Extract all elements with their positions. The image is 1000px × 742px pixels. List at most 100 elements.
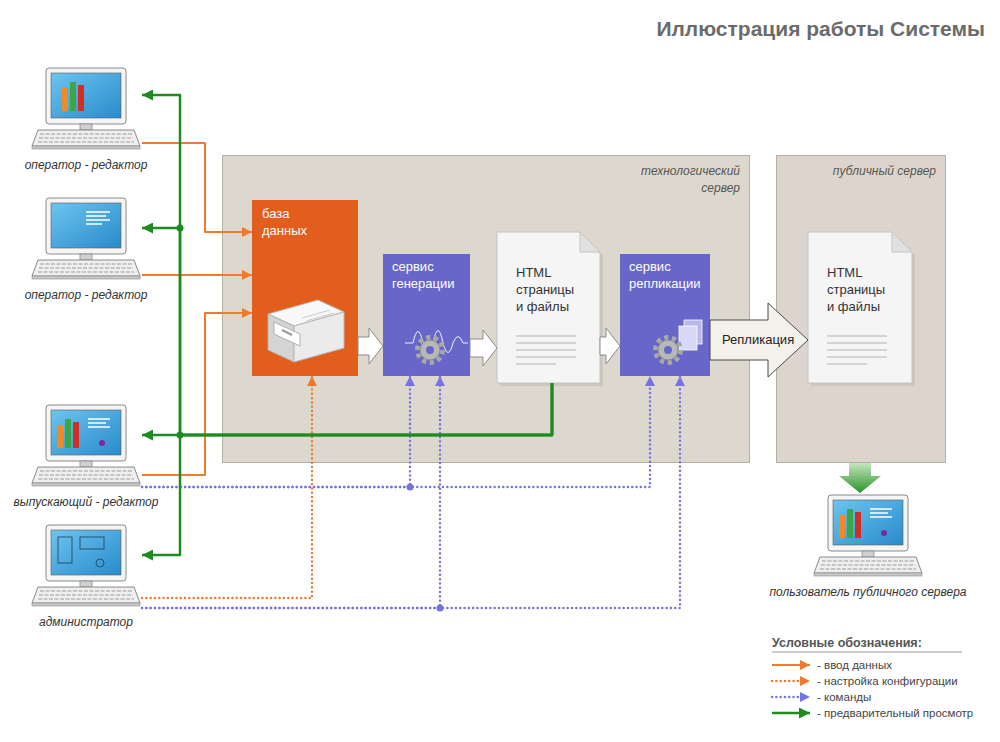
document-text-line	[827, 356, 887, 358]
cabinet-top	[268, 300, 344, 326]
flow-block-arrow	[358, 328, 383, 364]
monitor-screen	[51, 203, 121, 248]
data-entry-arrow	[142, 313, 252, 475]
monitor-neck	[80, 124, 92, 130]
node-label: сервис генерации	[392, 258, 466, 292]
cabinet-side	[294, 312, 344, 362]
document-node: HTML страницы и файлы	[497, 232, 600, 383]
server-band: публичный серверHTML страницы и файлы	[776, 155, 946, 463]
node-label: база данных	[262, 205, 322, 239]
data-entry-arrow	[142, 143, 252, 232]
computer-caption: оператор - редактор	[25, 158, 148, 172]
command-arrow	[142, 376, 680, 608]
paper-edge	[306, 313, 334, 321]
computer-node: выпускающий - редактор	[30, 403, 142, 509]
gear-teeth	[418, 338, 442, 362]
signal-wave	[405, 331, 468, 355]
document-text-line	[827, 335, 887, 337]
key-row	[39, 474, 133, 476]
filing-cabinet-icon	[268, 300, 344, 362]
screen-window	[80, 537, 104, 549]
screen-dot	[881, 530, 887, 536]
gear-icon	[418, 338, 442, 362]
computer-outline	[30, 403, 142, 509]
key-row	[39, 137, 133, 139]
legend-rule	[772, 652, 962, 653]
drawer-handle	[282, 330, 292, 335]
node-label: HTML страницы и файлы	[516, 264, 578, 315]
chart-bar	[855, 512, 861, 538]
document-sheet	[679, 326, 697, 350]
key-row	[821, 564, 915, 566]
computer-caption: администратор	[39, 615, 133, 629]
legend-swatch	[772, 712, 810, 715]
key-row	[40, 590, 132, 592]
key-row	[39, 594, 133, 596]
config-arrow	[142, 376, 312, 598]
chart-bar	[65, 419, 71, 448]
keyboard-edge	[32, 276, 140, 279]
server-band: технологический сервер база данных сервис …	[222, 155, 750, 463]
monitor-frame	[828, 495, 908, 551]
node-label: технологический сервер	[620, 163, 740, 197]
node-label: HTML страницы и файлы	[827, 264, 889, 315]
cabinet-drawer	[274, 322, 300, 346]
junction-dot	[437, 605, 444, 612]
monitor-frame	[46, 405, 126, 461]
preview-arrow	[142, 228, 552, 435]
document-text-line	[516, 335, 576, 337]
chart-bar	[73, 422, 79, 448]
computer-node: оператор - редактор	[30, 66, 142, 172]
document-text-line	[827, 349, 887, 351]
document-text-line	[516, 342, 576, 344]
legend-text: - команды	[817, 690, 871, 704]
monitor-frame	[46, 525, 126, 581]
publish-arrow	[839, 463, 881, 493]
junction-dot	[177, 432, 184, 439]
document-text-line	[827, 363, 867, 365]
computer-outline	[30, 523, 142, 629]
screen-text-line	[870, 516, 892, 518]
computer-caption: оператор - редактор	[25, 288, 148, 302]
diagram-title: Иллюстрация работы Системы	[656, 17, 985, 41]
screen-text-line	[86, 211, 110, 213]
document-text-line	[516, 363, 556, 365]
screen-text-line	[86, 223, 102, 225]
key-row	[40, 263, 132, 265]
cabinet-front	[268, 314, 294, 362]
computer-node: администратор	[30, 523, 142, 629]
computer-caption: выпускающий - редактор	[14, 495, 159, 509]
monitor-screen	[833, 500, 903, 545]
screen-text-line	[86, 219, 110, 221]
chart-bar	[839, 515, 845, 538]
gear-teeth	[656, 338, 680, 362]
document-node: HTML страницы и файлы	[808, 232, 912, 383]
document-page	[808, 232, 912, 383]
document-text-line	[516, 349, 576, 351]
preview-arrow	[142, 383, 552, 555]
keyboard	[32, 260, 140, 276]
screen-text-line	[88, 418, 110, 420]
legend-text: - ввод данных	[817, 658, 892, 672]
keyboard-edge	[32, 483, 140, 486]
preview-arrow	[142, 95, 552, 435]
monitor-screen	[51, 530, 121, 575]
computer-outline	[812, 493, 924, 599]
junction-dot	[177, 225, 184, 232]
keyboard-edge	[32, 603, 140, 606]
monitor-neck	[80, 254, 92, 260]
document-text-line	[827, 342, 887, 344]
computer-outline	[30, 196, 142, 302]
screen-window	[58, 537, 72, 563]
monitor-screen	[51, 73, 121, 118]
key-row	[822, 560, 914, 562]
document-text-line	[516, 356, 576, 358]
computer-outline	[30, 66, 142, 172]
key-row	[38, 478, 134, 480]
paper-edge	[302, 310, 330, 318]
chart-bar	[78, 85, 84, 111]
database-box: база данных	[252, 200, 358, 376]
legend-heading: Условные обозначения:	[772, 635, 922, 651]
